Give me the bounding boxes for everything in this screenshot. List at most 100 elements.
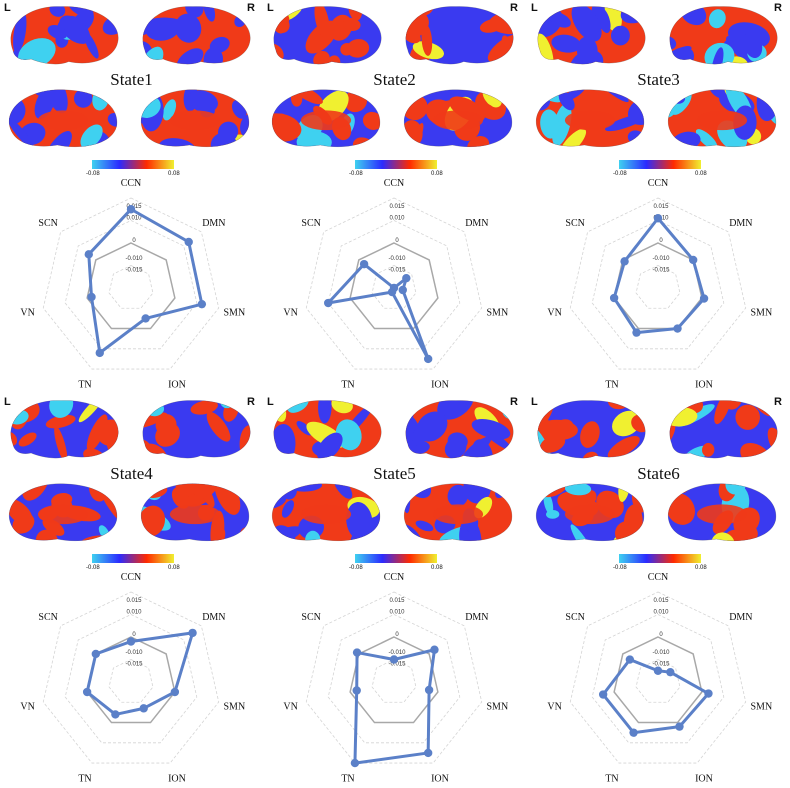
- radar-data-point: [430, 645, 439, 654]
- radar-series-line: [601, 658, 710, 735]
- state-title: State2: [373, 70, 416, 89]
- radar-axis-label: TN: [605, 774, 618, 785]
- radar-axis-label: ION: [695, 380, 713, 391]
- brain-surface-maps: [9, 400, 251, 542]
- radar-axis-label: SMN: [750, 308, 772, 319]
- radar-tick-label: -0.015: [125, 268, 143, 274]
- radar-axis-label: TN: [341, 380, 354, 391]
- radar-data-point: [126, 637, 136, 646]
- brain-surface-maps: [536, 400, 778, 542]
- radar-tick-label: -0.015: [652, 662, 670, 668]
- radar-tick-label: 0: [395, 238, 399, 244]
- radar-tick-label: 0.015: [389, 598, 405, 604]
- radar-axis-label: ION: [431, 774, 449, 785]
- radar-data-point: [688, 255, 698, 265]
- radar-tick-label: -0.015: [652, 268, 670, 274]
- radar-axis-label: ION: [695, 774, 713, 785]
- radar-axis-label: VN: [20, 702, 34, 713]
- radar-chart: 0.0150.0100-0.010-0.015CCNDMNSMNIONTNVNS…: [283, 572, 508, 785]
- left-hemisphere-label: L: [4, 396, 11, 408]
- radar-data-point: [423, 748, 433, 758]
- brain-view: [272, 89, 380, 147]
- radar-axis-label: SCN: [301, 612, 320, 623]
- radar-data-point: [141, 314, 150, 323]
- radar-data-point: [352, 648, 362, 657]
- radar-axis-label: VN: [283, 702, 297, 713]
- radar-chart: 0.0150.0100-0.010-0.015CCNDMNSMNIONTNVNS…: [283, 178, 508, 391]
- radar-axis-label: VN: [283, 308, 297, 319]
- radar-axis-label: DMN: [729, 218, 752, 229]
- radar-tick-label: 0.015: [653, 204, 669, 210]
- left-hemisphere-label: L: [531, 396, 538, 408]
- right-hemisphere-label: R: [774, 2, 782, 14]
- brain-view: [141, 89, 249, 147]
- radar-axis-label: SCN: [565, 218, 584, 229]
- radar-axis-label: CCN: [384, 178, 405, 189]
- radar-chart: 0.0150.0100-0.010-0.015CCNDMNSMNIONTNVNS…: [20, 178, 245, 391]
- brain-view: [537, 400, 646, 459]
- brain-view: [142, 400, 251, 459]
- radar-data-point: [111, 710, 120, 719]
- grid-ring: [64, 614, 198, 744]
- brain-view: [10, 400, 119, 459]
- brain-view: [273, 6, 382, 65]
- radar-data-point: [359, 259, 369, 269]
- radar-axis-label: SMN: [223, 308, 245, 319]
- brain-view: [273, 400, 382, 459]
- state-panel: LRState1-0.080.080.0150.0100-0.010-0.015…: [0, 0, 263, 394]
- radar-data-point: [95, 348, 104, 358]
- radar-data-point: [402, 273, 411, 283]
- grid-ring: [305, 197, 483, 370]
- colorbar: [92, 160, 174, 169]
- radar-chart: 0.0150.0100-0.010-0.015CCNDMNSMNIONTNVNS…: [547, 178, 772, 391]
- radar-data-point: [675, 722, 684, 731]
- radar-data-point: [91, 649, 101, 659]
- radar-data-point: [323, 298, 333, 308]
- grid-ring: [635, 265, 681, 309]
- radar-data-point: [387, 287, 397, 297]
- radar-tick-label: 0.015: [389, 204, 405, 210]
- brain-surface-maps: [272, 400, 514, 542]
- grid-ring: [108, 659, 154, 703]
- radar-data-point: [629, 728, 638, 737]
- radar-axis-label: VN: [547, 308, 561, 319]
- radar-tick-label: -0.010: [125, 650, 143, 656]
- state-panel: LRState3-0.080.080.0150.0100-0.010-0.015…: [527, 0, 790, 394]
- colorbar-min-label: -0.08: [613, 171, 627, 177]
- radar-data-point: [632, 328, 641, 337]
- grid-ring: [64, 220, 198, 350]
- radar-data-point: [184, 237, 193, 247]
- radar-series-line: [612, 216, 706, 335]
- radar-axis-label: TN: [605, 380, 618, 391]
- radar-axis-label: SCN: [38, 218, 57, 229]
- left-hemisphere-label: L: [267, 2, 274, 14]
- radar-axis-label: DMN: [729, 612, 752, 623]
- colorbar-min-label: -0.08: [349, 565, 363, 571]
- brain-view: [405, 400, 514, 459]
- radar-axis-label: SMN: [486, 308, 508, 319]
- radar-axis-label: ION: [168, 380, 186, 391]
- radar-tick-label: 0: [132, 632, 136, 638]
- colorbar-max-label: 0.08: [168, 171, 180, 177]
- brain-surface-maps: [9, 6, 251, 148]
- radar-axis-label: CCN: [648, 178, 669, 189]
- radar-axis-label: CCN: [121, 572, 142, 583]
- colorbar-max-label: 0.08: [168, 565, 180, 571]
- colorbar-max-label: 0.08: [695, 171, 707, 177]
- colorbar-max-label: 0.08: [431, 565, 443, 571]
- radar-tick-label: -0.015: [388, 268, 406, 274]
- right-hemisphere-label: R: [774, 396, 782, 408]
- colorbar: [355, 160, 437, 169]
- colorbar: [619, 554, 701, 563]
- radar-tick-label: 0: [132, 238, 136, 244]
- colorbar-min-label: -0.08: [613, 565, 627, 571]
- radar-data-point: [170, 687, 180, 697]
- radar-tick-label: 0.010: [653, 610, 669, 616]
- colorbar-min-label: -0.08: [86, 171, 100, 177]
- brain-view: [404, 89, 512, 147]
- left-hemisphere-label: L: [531, 2, 538, 14]
- radar-series-line: [85, 631, 195, 716]
